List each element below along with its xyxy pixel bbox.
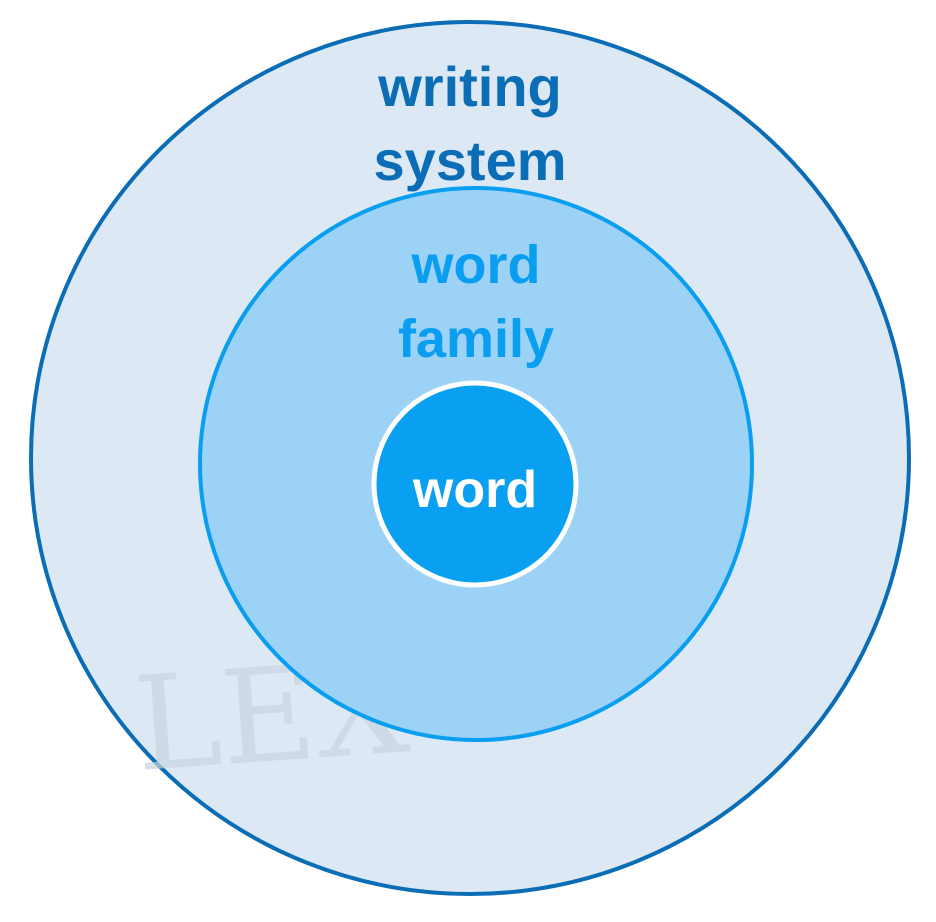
writing-system-label-line-1: writing bbox=[377, 55, 562, 118]
word-family-label-line-1: word bbox=[411, 235, 541, 295]
word-circle bbox=[371, 380, 579, 588]
word-family-label-line-2: family bbox=[398, 309, 554, 369]
writing-system-label-line-2: system bbox=[373, 129, 566, 192]
word-label: word bbox=[412, 461, 537, 519]
